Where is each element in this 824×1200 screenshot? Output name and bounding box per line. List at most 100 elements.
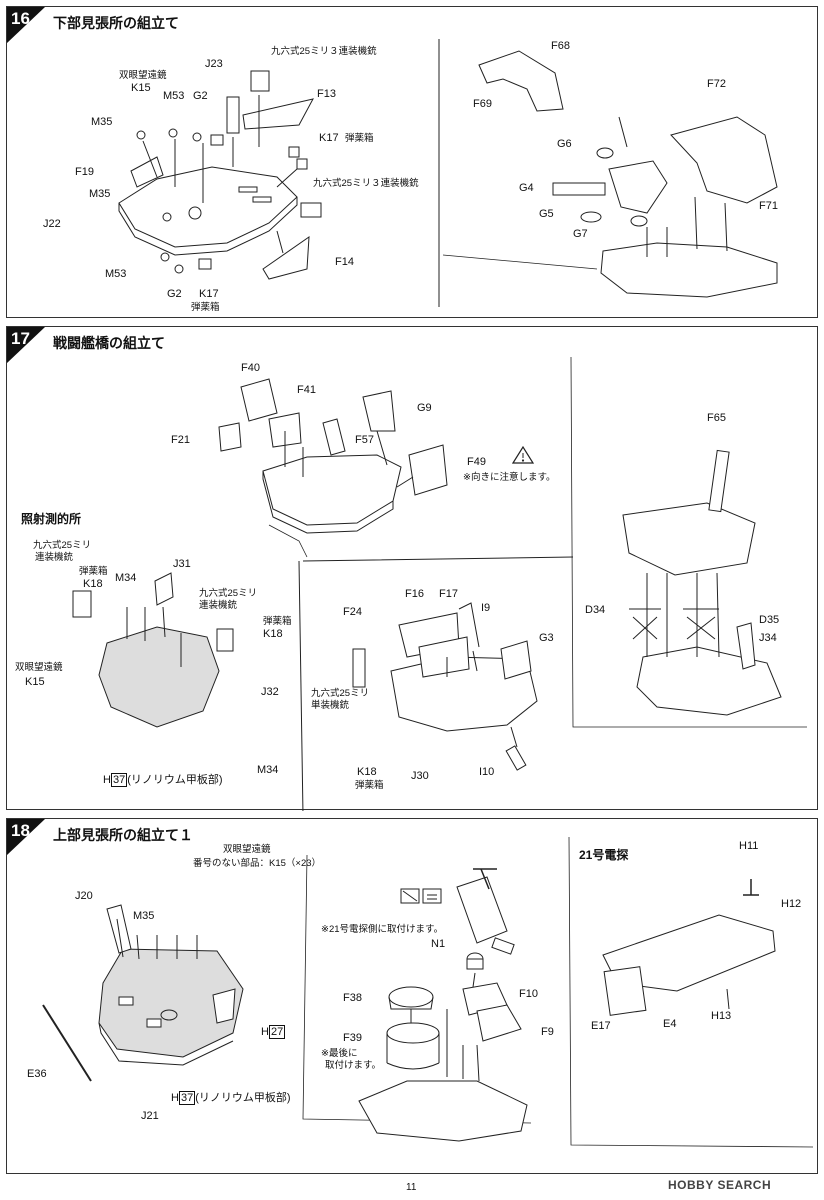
label-F16: F16: [405, 588, 424, 600]
label-J20: J20: [75, 890, 93, 902]
label-G5: G5: [539, 208, 554, 220]
label-binocular: 双眼望遠鏡: [223, 844, 271, 855]
label-M35-a: M35: [91, 116, 113, 128]
label-aa-right-1: 九六式25ミリ: [199, 588, 258, 599]
label-M35-b: M35: [89, 188, 111, 200]
label-G2-b: G2: [167, 288, 182, 300]
label-F9: F9: [541, 1026, 554, 1038]
label-K18-b: K18: [263, 628, 283, 640]
label-G4: G4: [519, 182, 534, 194]
label-E17: E17: [591, 1020, 611, 1032]
label-F69: F69: [473, 98, 492, 110]
step-number-badge: 17: [7, 327, 45, 363]
label-linoleum: (リノリウム甲板部): [195, 1092, 291, 1104]
label-G3: G3: [539, 632, 554, 644]
label-aa-single-1: 九六式25ミリ: [311, 688, 370, 699]
label-37-boxed: 37: [178, 1091, 196, 1105]
label-J21: J21: [141, 1110, 159, 1122]
step-number: 18: [11, 821, 30, 840]
label-J30: J30: [411, 770, 429, 782]
step-title: 上部見張所の組立て１: [53, 827, 193, 843]
label-F14: F14: [335, 256, 354, 268]
label-37-boxed: 37: [110, 773, 128, 787]
label-F24: F24: [343, 606, 362, 618]
label-H: H: [171, 1092, 179, 1104]
label-aa-right-2: 連装機銃: [199, 600, 238, 611]
step-18-diagram: [42, 836, 814, 1148]
step-16-diagram: [118, 39, 778, 307]
label-F19: F19: [75, 166, 94, 178]
label-K17: K17: [319, 132, 339, 144]
note-unnumbered-parts: 番号のない部品：K15（×23）: [193, 858, 322, 869]
label-F13: F13: [317, 88, 336, 100]
label-H: H: [261, 1026, 269, 1038]
label-F71: F71: [759, 200, 778, 212]
label-J32: J32: [261, 686, 279, 698]
step-number: 16: [11, 9, 30, 28]
label-M53-b: M53: [105, 268, 127, 280]
label-F17: F17: [439, 588, 458, 600]
label-F21: F21: [171, 434, 190, 446]
label-E36: E36: [27, 1068, 47, 1080]
label-G9: G9: [417, 402, 432, 414]
label-ammo-right: 弾薬箱: [263, 616, 292, 627]
label-ammo-left: 弾薬箱: [79, 566, 108, 577]
step-title: 下部見張所の組立て: [53, 15, 179, 31]
page-number: 11: [406, 1182, 417, 1193]
note-attach-last-2: 取付けます。: [325, 1060, 382, 1071]
label-H: H: [103, 774, 111, 786]
label-aa3-top: 九六式25ミリ３連装機銃: [271, 46, 377, 57]
label-E4: E4: [663, 1018, 677, 1030]
label-ammo-single: 弾薬箱: [355, 780, 384, 791]
label-M34-b: M34: [257, 764, 279, 776]
label-27-boxed: 27: [268, 1025, 286, 1039]
label-G6: G6: [557, 138, 572, 150]
step-16-panel: 16 下部見張所の組立て 双眼望遠鏡 K15 M53: [6, 6, 818, 318]
label-N1: N1: [431, 938, 446, 950]
label-H13: H13: [711, 1010, 732, 1022]
label-ammo: 弾薬箱: [345, 133, 374, 144]
label-F39: F39: [343, 1032, 362, 1044]
label-I10: I10: [479, 766, 495, 778]
label-G7: G7: [573, 228, 588, 240]
step-18-panel: 18 上部見張所の組立て１ 双眼望遠鏡 番号のない部品：: [6, 818, 818, 1174]
step-17-panel: 17 戦闘艦橋の組立て: [6, 326, 818, 811]
radar-title: 21号電探: [579, 848, 629, 862]
label-G2: G2: [193, 90, 208, 102]
label-aa-single-2: 単装機銃: [311, 700, 350, 711]
watermark: HOBBY SEARCH: [668, 1178, 772, 1192]
label-ammo-2: 弾薬箱: [191, 302, 220, 313]
step-number: 17: [11, 329, 30, 348]
label-binocular: 双眼望遠鏡: [15, 662, 63, 673]
label-D34: D34: [585, 604, 606, 616]
label-H11: H11: [739, 840, 759, 852]
step-17-diagram: [72, 356, 807, 811]
label-linoleum: (リノリウム甲板部): [127, 774, 223, 786]
label-K15: K15: [131, 82, 151, 94]
label-J31: J31: [173, 558, 191, 570]
label-M35: M35: [133, 910, 155, 922]
label-F40: F40: [241, 362, 260, 374]
step-number-badge: 16: [7, 7, 45, 43]
label-K15: K15: [25, 676, 45, 688]
note-f49-orientation: ※向きに注意します。: [463, 472, 556, 483]
label-K18: K18: [83, 578, 103, 590]
label-aa3-mid: 九六式25ミリ３連装機銃: [313, 178, 419, 189]
label-F49: F49: [467, 456, 486, 468]
label-F65: F65: [707, 412, 726, 424]
label-F10: F10: [519, 988, 538, 1000]
label-F72: F72: [707, 78, 726, 90]
label-J23: J23: [205, 58, 223, 70]
label-M34: M34: [115, 572, 137, 584]
label-J34: J34: [759, 632, 777, 644]
label-F41: F41: [297, 384, 316, 396]
label-binocular: 双眼望遠鏡: [119, 70, 167, 81]
label-aa-left-2: 連装機銃: [35, 552, 74, 563]
label-H12: H12: [781, 898, 802, 910]
label-I9: I9: [481, 602, 491, 614]
label-F57: F57: [355, 434, 374, 446]
label-M53: M53: [163, 90, 185, 102]
